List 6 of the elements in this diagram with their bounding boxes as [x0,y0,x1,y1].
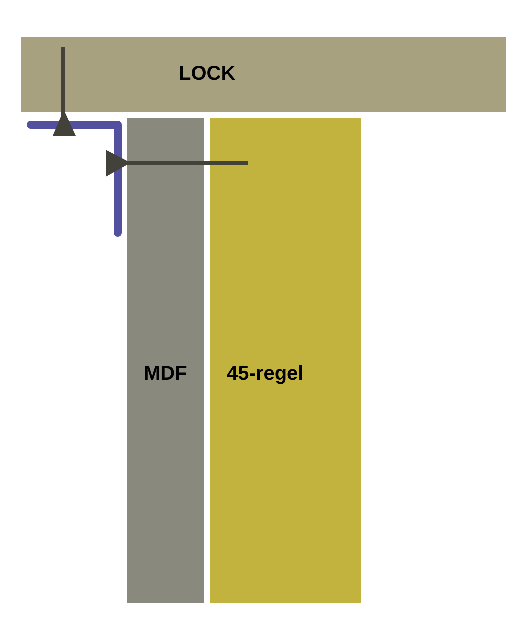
stud-beam [210,118,361,603]
part-label: LOCK [179,63,236,86]
part-label: 45-regel [227,363,304,386]
mdf-board [127,118,204,603]
lid-panel [21,37,506,112]
part-label: MDF [144,363,188,386]
